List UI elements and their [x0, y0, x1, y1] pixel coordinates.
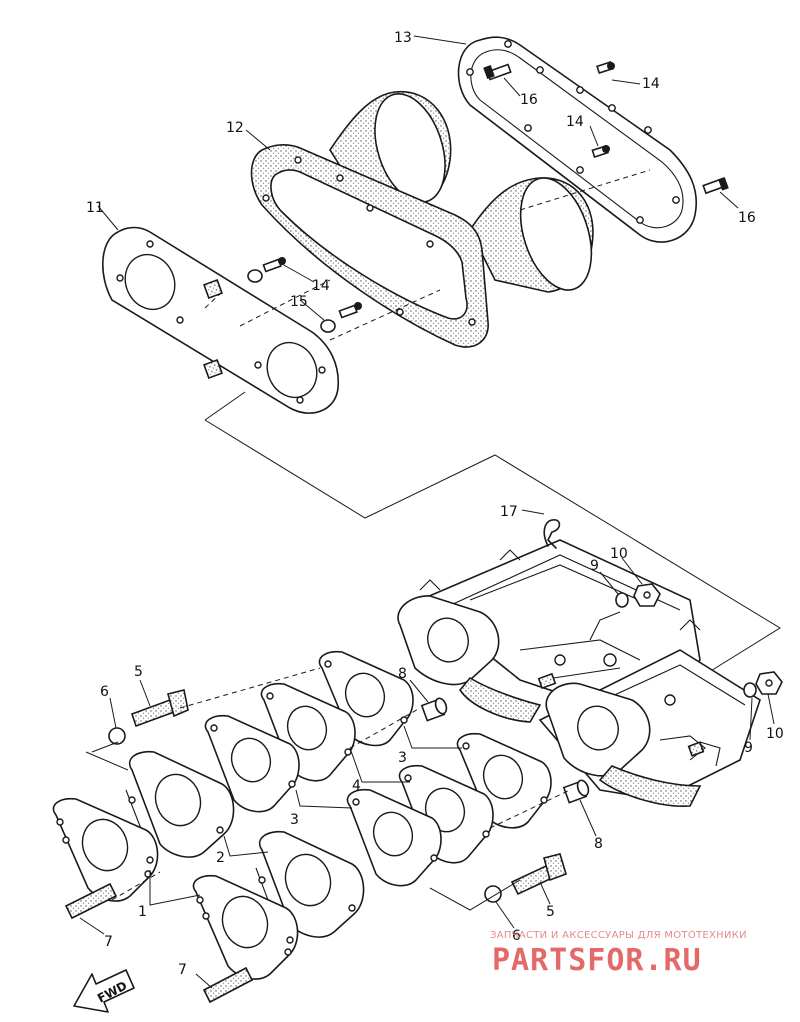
forward-arrow-icon: FWD: [73, 969, 135, 1013]
washer-part-15: [320, 319, 336, 333]
gasket-part-3-lower: [456, 732, 552, 829]
alignment-line-top: [329, 289, 441, 341]
alignment-line-top: [239, 279, 331, 327]
label-part-5-b: 5: [546, 904, 555, 920]
alignment-line-top: [204, 291, 223, 309]
label-part-12: 12: [226, 120, 244, 136]
label-part-13: 13: [394, 30, 412, 46]
label-part-3-b: 3: [290, 812, 299, 828]
washer-part-9-upper: [615, 592, 629, 608]
stud-part-7-lower: [202, 966, 254, 1004]
label-part-9-a: 9: [590, 558, 599, 574]
watermark-brand: PARTSFOR.RU: [492, 943, 702, 978]
label-part-7-b: 7: [178, 962, 187, 978]
gasket-part-3-lower-2: [346, 788, 442, 887]
gasket-part-1-upper: [52, 797, 159, 902]
group-bracket-3b: [403, 725, 462, 749]
gasket-part-3-upper: [318, 650, 414, 747]
label-part-14-a: 14: [642, 76, 660, 92]
label-part-15: 15: [290, 294, 308, 310]
label-part-5-a: 5: [134, 664, 143, 680]
label-part-11: 11: [86, 200, 104, 216]
manifold-part-4-upper: [260, 682, 356, 782]
alignment-line-bottom: [349, 707, 421, 749]
label-part-6-a: 6: [100, 684, 109, 700]
label-part-14-c: 14: [312, 278, 330, 294]
label-part-9-b: 9: [744, 740, 753, 756]
intake-chamber-part-12: [250, 90, 594, 348]
label-part-17: 17: [500, 504, 518, 520]
alignment-line-bottom: [489, 789, 571, 829]
collar-part-8-lower: [562, 779, 590, 804]
nut-part-10-upper: [633, 583, 661, 607]
gasket-part-1-lower: [192, 874, 299, 980]
watermark-tagline: ЗАПЧАСТИ И АКСЕССУАРЫ ДЛЯ МОТОТЕХНИКИ: [490, 930, 747, 941]
label-part-1: 1: [138, 904, 147, 920]
group-bracket-3: [295, 789, 353, 809]
cover-plate-part-13: [457, 36, 697, 243]
bolt-part-16-upper: [483, 63, 512, 81]
alignment-line-top: [519, 169, 651, 211]
label-part-16-a: 16: [520, 92, 538, 108]
carburetor-assembly: [397, 539, 761, 807]
collar-part-8-upper: [420, 697, 448, 722]
label-part-10-b: 10: [766, 726, 784, 742]
manifold-part-2-upper: [125, 750, 235, 858]
bolt-part-5-upper: [130, 689, 189, 728]
label-part-3-a: 3: [398, 750, 407, 766]
gasket-plate-part-11: [102, 226, 340, 414]
washer-part-6-upper: [108, 727, 126, 745]
alignment-line-bottom: [179, 667, 321, 709]
stud-part-7-upper: [64, 882, 118, 920]
bolt-part-5-lower: [510, 853, 567, 896]
assembly-outline-line: [204, 391, 781, 691]
washer-part-9-lower: [743, 682, 757, 698]
group-bracket-2: [223, 835, 269, 857]
bolt-part-16-lower: [702, 176, 729, 195]
label-part-2: 2: [216, 850, 225, 866]
screw-part-14-upper: [596, 61, 615, 75]
gasket-part-3-mid: [204, 714, 300, 813]
spring-clip-part-17: [543, 519, 561, 549]
label-part-14-b: 14: [566, 114, 584, 130]
watermark: ЗАПЧАСТИ И АКСЕССУАРЫ ДЛЯ МОТОТЕХНИКИ PA…: [490, 930, 747, 978]
label-part-16-b: 16: [738, 210, 756, 226]
group-bracket-1: [149, 870, 201, 906]
label-part-4: 4: [352, 778, 361, 794]
label-part-10-a: 10: [610, 546, 628, 562]
bottom-outline-line: [85, 741, 521, 911]
screw-part-14-lower-left: [247, 257, 286, 283]
alignment-line-bottom: [111, 871, 161, 901]
washer-part-6-lower: [484, 885, 502, 903]
label-part-7-a: 7: [104, 934, 113, 950]
screw-part-14-lower-right: [338, 302, 362, 319]
nut-part-10-lower: [755, 671, 783, 695]
screw-part-14-middle: [591, 144, 610, 158]
label-part-6-b: 6: [512, 928, 521, 944]
label-part-8-a: 8: [398, 666, 407, 682]
label-part-8-b: 8: [594, 836, 603, 852]
group-bracket-4: [349, 747, 410, 783]
